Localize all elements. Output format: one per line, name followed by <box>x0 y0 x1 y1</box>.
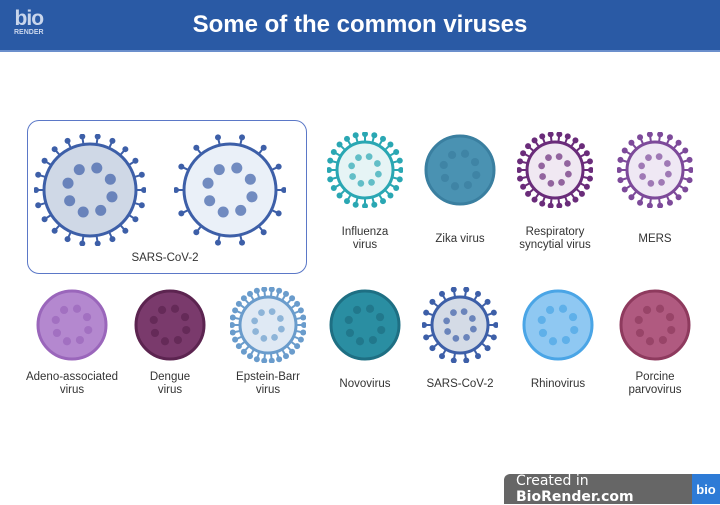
epstein-barr-icon <box>230 287 306 363</box>
label-line: Influenza <box>341 226 389 238</box>
porcine-parvovirus-icon <box>619 289 691 361</box>
biorender-badge[interactable]: Created in BioRender.com bio <box>504 473 720 505</box>
virus-label-sars-cov-2-small: SARS-CoV-2 <box>400 378 520 391</box>
label-line: Dengue <box>149 371 191 383</box>
sars-cov-2-small-icon <box>422 287 498 363</box>
page-title: Some of the common viruses <box>192 11 528 38</box>
virus-label-mers: MERS <box>595 233 715 246</box>
virus-label-novovirus: Novovirus <box>305 378 425 391</box>
label-line: MERS <box>638 233 672 245</box>
label-line: virus <box>157 384 183 396</box>
label-line: parvovirus <box>628 384 682 396</box>
influenza-icon <box>327 132 403 208</box>
logo-text: bio <box>14 7 44 30</box>
label-line: virus <box>352 239 378 251</box>
sars-cov-2-surface-icon <box>34 134 146 246</box>
badge-text: Created in BioRender.com <box>516 473 634 505</box>
novovirus-icon <box>329 289 401 361</box>
label-line: Novovirus <box>339 378 391 390</box>
label-line: SARS-CoV-2 <box>426 378 494 390</box>
label-line: Zika virus <box>435 233 485 245</box>
header: bio RENDER Some of the common viruses <box>0 0 720 52</box>
virus-label-zika: Zika virus <box>400 233 520 246</box>
sars-cov-2-featured-box <box>27 120 307 274</box>
mers-icon <box>617 132 693 208</box>
featured-label: SARS-CoV-2 <box>131 252 199 264</box>
zika-icon <box>424 134 496 206</box>
logo-subtext: RENDER <box>14 29 44 36</box>
virus-label-rhinovirus: Rhinovirus <box>498 378 618 391</box>
label-line: Epstein-Barr <box>236 371 300 383</box>
sars-cov-2-cross-section-icon <box>174 134 286 246</box>
label-line: Rhinovirus <box>530 378 586 390</box>
biorender-logo: bio RENDER <box>14 8 44 36</box>
dengue-icon <box>134 289 206 361</box>
rhinovirus-icon <box>522 289 594 361</box>
label-line: virus <box>255 384 281 396</box>
label-line: virus <box>59 384 85 396</box>
adeno-associated-icon <box>36 289 108 361</box>
badge-logo: bio <box>692 474 720 504</box>
label-line: Respiratory <box>525 226 585 238</box>
label-line: Adeno-associated <box>25 371 119 383</box>
label-line: syncytial virus <box>519 239 591 251</box>
label-line: Porcine <box>635 371 675 383</box>
rsv-icon <box>517 132 593 208</box>
